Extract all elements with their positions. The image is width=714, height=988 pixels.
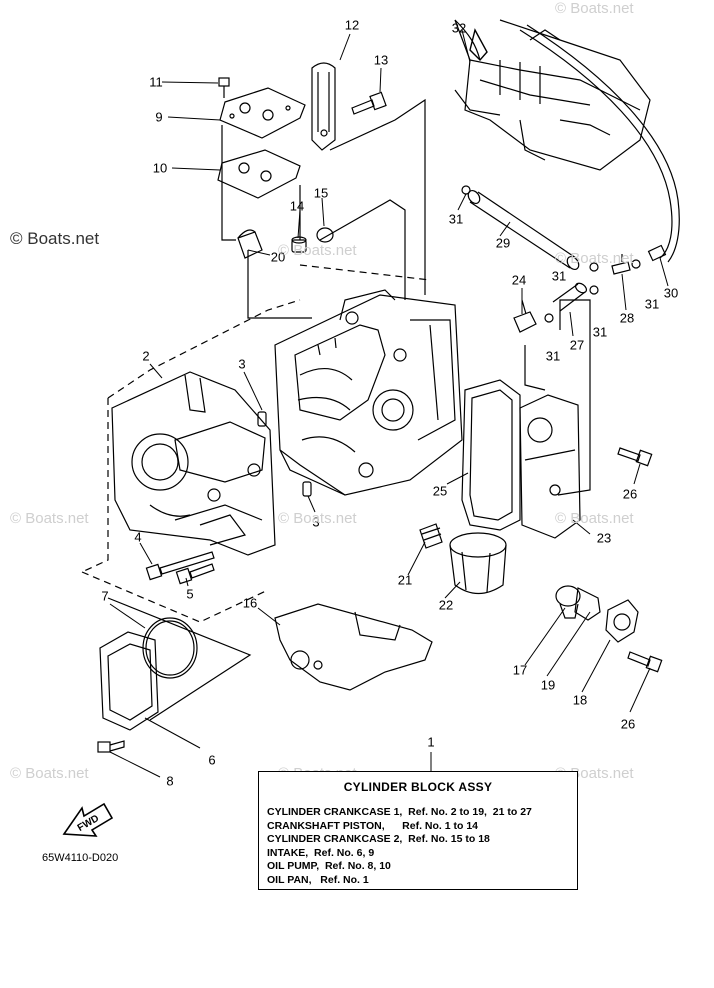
callout-9: 9 (155, 109, 163, 125)
callout-20: 20 (270, 249, 286, 265)
legend-box: CYLINDER BLOCK ASSY CYLINDER CRANKCASE 1… (258, 771, 578, 890)
callout-16: 16 (242, 595, 258, 611)
callout-8: 8 (166, 773, 174, 789)
intake-cover-part (99, 631, 159, 731)
callout-21: 21 (397, 572, 413, 588)
callout-1: 1 (427, 734, 435, 750)
callout-13: 13 (373, 52, 389, 68)
watermark: © Boats.net (555, 250, 634, 267)
gasket-ring-part (142, 617, 198, 679)
callout-29: 29 (495, 235, 511, 251)
oil-filter-part (449, 532, 507, 595)
crankcase-part (111, 371, 276, 556)
fitting-part (419, 523, 443, 549)
legend-line: OIL PUMP, Ref. No. 8, 10 (267, 860, 391, 872)
dowel-pin-part (302, 481, 312, 497)
callout-25: 25 (432, 483, 448, 499)
dowel-pin-part (257, 411, 267, 427)
washer-part (316, 227, 334, 243)
legend-line: CYLINDER CRANKCASE 2, Ref. No. 15 to 18 (267, 833, 490, 845)
legend-lines: CYLINDER CRANKCASE 1, Ref. No. 2 to 19, … (267, 806, 532, 887)
callout-31: 31 (644, 296, 660, 312)
hose-clip-part (461, 185, 641, 323)
callout-32: 32 (451, 20, 467, 36)
bolt-part (175, 563, 215, 585)
gasket-part (461, 379, 521, 531)
callout-7: 7 (101, 588, 109, 604)
bushing-part (237, 229, 263, 259)
intake-plate-part (219, 87, 306, 139)
callout-2: 2 (142, 348, 150, 364)
callout-19: 19 (540, 677, 556, 693)
watermark: © Boats.net (278, 510, 357, 527)
callout-5: 5 (186, 586, 194, 602)
lower-cowling-part (454, 19, 651, 171)
joint-part (513, 299, 537, 333)
callout-30: 30 (663, 285, 679, 301)
callout-14: 14 (289, 198, 305, 214)
cylinder-block-part (274, 289, 463, 496)
callout-24: 24 (511, 272, 527, 288)
callout-11: 11 (149, 74, 163, 90)
callout-3: 3 (238, 356, 246, 372)
callout-28: 28 (619, 310, 635, 326)
watermark: © Boats.net (278, 242, 357, 259)
watermark: © Boats.net (10, 765, 89, 782)
joint-part (611, 254, 631, 275)
watermark-main: © Boats.net (10, 229, 100, 248)
bolt-part (627, 651, 663, 673)
callout-26: 26 (620, 716, 636, 732)
water-hose (519, 29, 673, 259)
bolt-part (617, 447, 653, 467)
watermark: © Boats.net (10, 510, 89, 527)
cable-clip-part (311, 62, 336, 151)
fwd-arrow-icon (62, 802, 114, 837)
thermostat-gasket-part (574, 587, 601, 621)
drawing-code: 65W4110-D020 (42, 852, 119, 864)
callout-18: 18 (572, 692, 588, 708)
callout-23: 23 (596, 530, 612, 546)
oil-pan-gasket-part (274, 603, 433, 691)
bolt-part (145, 551, 215, 581)
legend-line: INTAKE, Ref. No. 6, 9 (267, 846, 375, 859)
callout-31: 31 (448, 211, 464, 227)
callout-31: 31 (551, 268, 567, 284)
callout-4: 4 (134, 529, 142, 545)
cover-part (519, 394, 581, 539)
callout-31: 31 (592, 324, 608, 340)
legend-line: CYLINDER CRANKCASE 1, Ref. No. 2 to 19, … (267, 806, 532, 818)
callout-26: 26 (622, 486, 638, 502)
callout-27: 27 (569, 337, 585, 353)
legend-line: CRANKSHAFT PISTON, Ref. No. 1 to 14 (267, 819, 478, 832)
bolt-part (351, 91, 387, 115)
callout-31: 31 (545, 348, 561, 364)
screw-part (218, 77, 230, 98)
callout-15: 15 (313, 185, 329, 201)
callout-12: 12 (344, 17, 360, 33)
callout-22: 22 (438, 597, 454, 613)
legend-line: OIL PAN, Ref. No. 1 (267, 873, 369, 886)
hose-part (552, 282, 588, 312)
callout-3: 3 (312, 514, 320, 530)
plug-part (291, 236, 307, 253)
callout-17: 17 (512, 662, 528, 678)
gasket-plate-part (217, 149, 301, 199)
legend-title: CYLINDER BLOCK ASSY (343, 780, 493, 794)
callout-6: 6 (208, 752, 216, 768)
thermostat-cover-part (605, 599, 639, 643)
watermark: © Boats.net (555, 510, 634, 527)
callout-10: 10 (152, 160, 168, 176)
watermark: © Boats.net (555, 0, 634, 17)
screw-part (97, 740, 125, 753)
